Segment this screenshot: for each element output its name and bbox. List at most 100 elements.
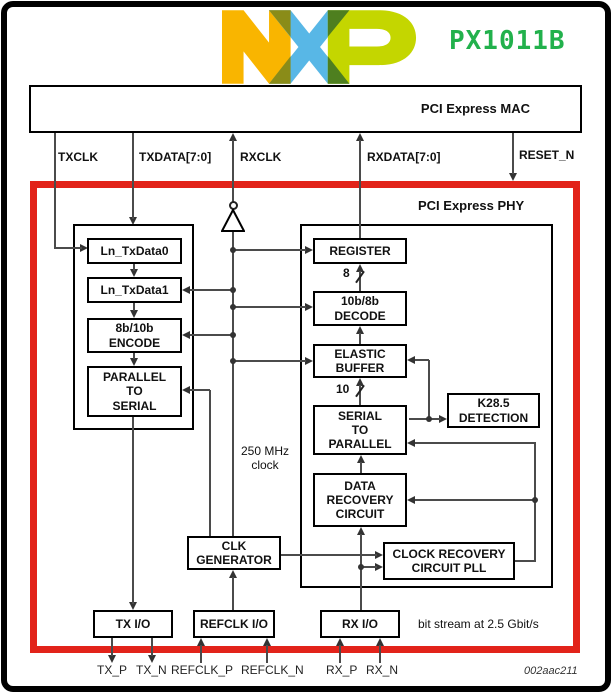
junction-dot — [426, 416, 432, 422]
junction-dot — [230, 332, 236, 338]
arrowhead — [356, 264, 364, 272]
arrowhead — [356, 378, 364, 386]
block-elastic-buffer: ELASTIC BUFFER — [313, 344, 407, 378]
wire-s2p-out — [409, 418, 441, 420]
arrowhead — [197, 638, 205, 646]
wire-clock2 — [209, 390, 211, 536]
bus-width-8: 8 — [343, 266, 350, 280]
block-encode: 8b/10b ENCODE — [87, 318, 182, 353]
figure-id: 002aac211 — [524, 665, 578, 677]
block-refclk-io: REFCLK I/O — [193, 610, 275, 638]
wire-txclk-h — [54, 247, 82, 249]
block-clock-recovery-pll: CLOCK RECOVERY CIRCUIT PLL — [383, 542, 515, 580]
bitstream-annotation: bit stream at 2.5 Gbit/s — [418, 617, 539, 631]
wire-p2s-to-txio — [132, 417, 134, 604]
arrowhead — [80, 244, 88, 252]
block-k285-detection: K28.5 DETECTION — [447, 393, 540, 428]
arrowhead — [407, 496, 415, 504]
wire-s2p-to-elastic — [359, 385, 361, 405]
block-clk-generator: CLK GENERATOR — [187, 536, 281, 570]
pin-label-rxp: RX_P — [326, 663, 358, 677]
bus-width-10: 10 — [336, 382, 350, 396]
logo-n — [222, 10, 291, 84]
block-parallel-to-serial: PARALLEL TO SERIAL — [87, 366, 182, 417]
block-rx-io: RX I/O — [320, 610, 400, 638]
wire-clock-main — [232, 231, 234, 536]
wire-pin-refclkp — [200, 645, 202, 663]
wire-pll-drc — [415, 499, 535, 501]
product-name: PX1011B — [449, 26, 566, 56]
arrowhead — [509, 173, 517, 181]
arrowhead — [182, 286, 190, 294]
arrowhead — [376, 638, 384, 646]
wire-rxbranch-pll — [362, 566, 377, 568]
arrowhead — [357, 455, 365, 463]
block-data-recovery: DATA RECOVERY CIRCUIT — [313, 473, 407, 527]
arrowhead — [130, 310, 138, 318]
arrowhead — [407, 439, 415, 447]
pin-label-txn: TX_N — [136, 663, 167, 677]
arrowhead — [305, 357, 313, 365]
clock-buffer-triangle-icon — [221, 209, 245, 232]
wire-elastic-to-decode — [359, 333, 361, 344]
wire-txdata — [132, 133, 134, 219]
arrowhead — [336, 638, 344, 646]
arrowhead — [129, 217, 137, 225]
wire-clk-decode — [234, 306, 306, 308]
arrowhead — [375, 551, 383, 559]
arrowhead — [356, 133, 364, 141]
wire-pin-txn — [151, 638, 153, 656]
arrowhead — [229, 133, 237, 141]
mac-block: PCI Express MAC — [29, 85, 582, 133]
arrowhead — [263, 638, 271, 646]
wire-pin-rxp — [339, 645, 341, 663]
wire-clk2-p2s — [190, 389, 210, 391]
block-decode: 10b/8b DECODE — [313, 291, 407, 326]
signal-label-reset: RESET_N — [519, 148, 575, 162]
arrowhead — [130, 269, 138, 277]
arrowhead — [407, 356, 415, 364]
wire-drc-to-s2p — [360, 462, 362, 473]
junction-dot — [358, 564, 364, 570]
arrowhead — [305, 303, 313, 311]
arrowhead — [375, 563, 383, 571]
wire-rxclk — [232, 140, 234, 202]
arrowhead — [439, 415, 447, 423]
block-serial-to-parallel: SERIAL TO PARALLEL — [313, 405, 407, 455]
wire-refclkio-to-clkgen — [232, 577, 234, 610]
junction-dot — [230, 287, 236, 293]
wire-pll-out — [515, 560, 535, 562]
arrowhead — [129, 602, 137, 610]
arrowhead — [229, 570, 237, 578]
pin-label-refclkn: REFCLK_N — [241, 663, 304, 677]
wire-encode-p2s — [133, 352, 135, 359]
arrowhead — [182, 331, 190, 339]
phy-label: PCI Express PHY — [418, 198, 525, 213]
wire-clkgen-pll — [281, 554, 377, 556]
wire-branch-elastic-h — [415, 359, 429, 361]
arrowhead — [108, 655, 116, 663]
signal-label-txdata: TXDATA[7:0] — [139, 150, 212, 164]
arrowhead — [182, 386, 190, 394]
phy-boundary — [30, 181, 580, 653]
signal-label-txclk: TXCLK — [58, 150, 98, 164]
junction-dot — [532, 497, 538, 503]
junction-dot — [230, 304, 236, 310]
junction-dot — [230, 247, 236, 253]
block-tx-io: TX I/O — [93, 610, 173, 638]
junction-dot — [230, 358, 236, 364]
wire-decode-to-register — [359, 271, 361, 291]
signal-label-rxdata: RXDATA[7:0] — [367, 150, 441, 164]
wire-pin-txp — [111, 638, 113, 656]
arrowhead — [305, 246, 313, 254]
block-register: REGISTER — [313, 238, 407, 264]
arrowhead — [148, 655, 156, 663]
wire-txclk — [54, 133, 56, 248]
arrowhead — [357, 527, 365, 535]
wire-rxdata — [359, 140, 361, 238]
pin-label-rxn: RX_N — [366, 663, 399, 677]
wire-ln0-ln1 — [133, 264, 135, 271]
signal-label-rxclk: RXCLK — [240, 150, 282, 164]
